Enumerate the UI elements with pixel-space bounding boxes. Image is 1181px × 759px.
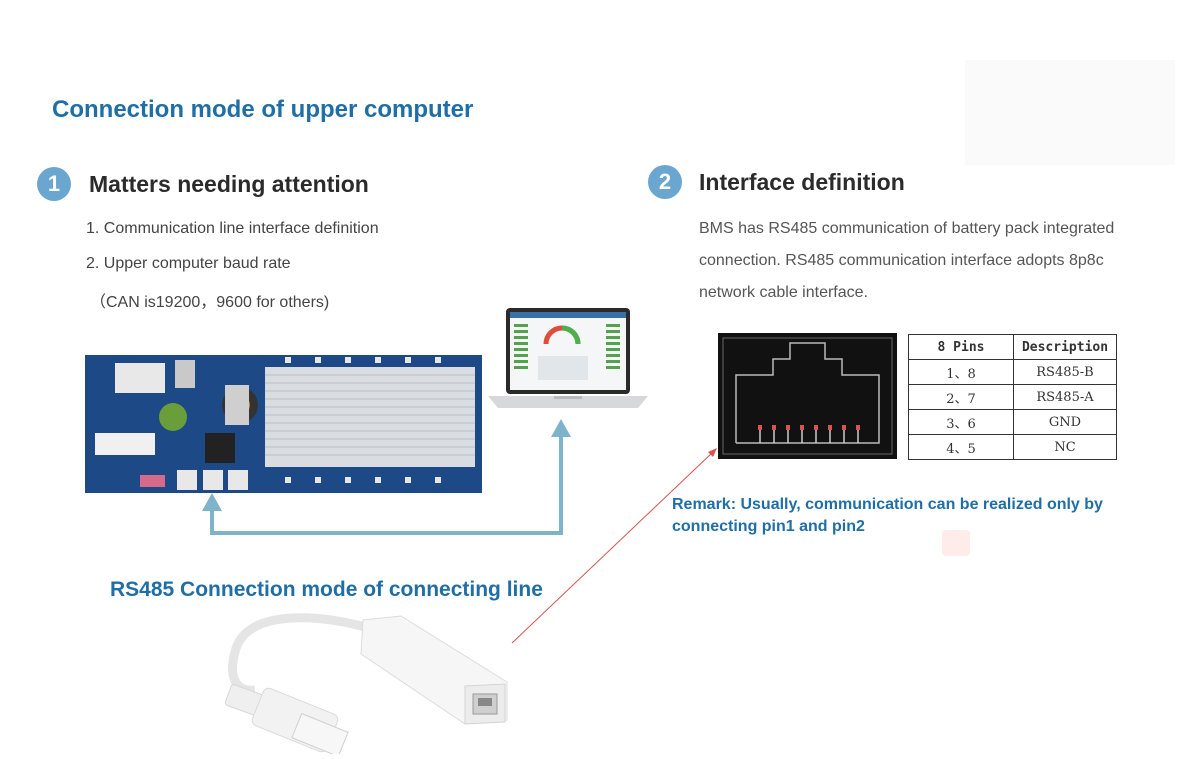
- laptop-image: [488, 308, 648, 410]
- section-2-number: 2: [648, 165, 682, 199]
- table-header-description: Description: [1013, 334, 1117, 360]
- background-patch: [965, 60, 1175, 165]
- table-row: 4、5 NC: [908, 434, 1117, 460]
- section-1-number: 1: [37, 167, 71, 201]
- table-cell-pins: 4、5: [908, 434, 1014, 460]
- table-header-pins: 8 Pins: [908, 334, 1014, 360]
- rs485-caption: RS485 Connection mode of connecting line: [110, 578, 543, 601]
- table-row: 1、8 RS485-B: [908, 359, 1117, 385]
- pin-definition-table: 8 Pins Description 1、8 RS485-B 2、7 RS485…: [908, 334, 1117, 460]
- rj45-pin-diagram: [718, 333, 897, 459]
- table-header-row: 8 Pins Description: [908, 334, 1117, 360]
- pointer-arrow: [505, 445, 720, 645]
- table-cell-description: RS485-B: [1013, 359, 1117, 385]
- table-row: 2、7 RS485-A: [908, 384, 1117, 410]
- section-1-item-1: 1. Communication line interface definiti…: [86, 220, 379, 237]
- remark-text: Remark: Usually, communication can be re…: [672, 496, 1103, 535]
- faint-record-icon: [942, 530, 970, 556]
- section-2-paragraph: BMS has RS485 communication of battery p…: [699, 220, 1115, 301]
- usb-adapter-image: [215, 612, 515, 758]
- table-cell-pins: 2、7: [908, 384, 1014, 410]
- table-cell-pins: 3、6: [908, 409, 1014, 435]
- bms-board-image: [85, 355, 482, 493]
- section-2-heading: Interface definition: [699, 169, 905, 195]
- section-1-item-3: （CAN is19200，9600 for others): [90, 294, 330, 311]
- page-title: Connection mode of upper computer: [52, 96, 474, 123]
- section-1-heading: Matters needing attention: [89, 171, 369, 197]
- section-1-item-2: 2. Upper computer baud rate: [86, 255, 291, 272]
- table-cell-description: RS485-A: [1013, 384, 1117, 410]
- table-cell-description: GND: [1013, 409, 1117, 435]
- connection-line: [200, 415, 580, 540]
- table-row: 3、6 GND: [908, 409, 1117, 435]
- table-cell-description: NC: [1013, 434, 1117, 460]
- table-cell-pins: 1、8: [908, 359, 1014, 385]
